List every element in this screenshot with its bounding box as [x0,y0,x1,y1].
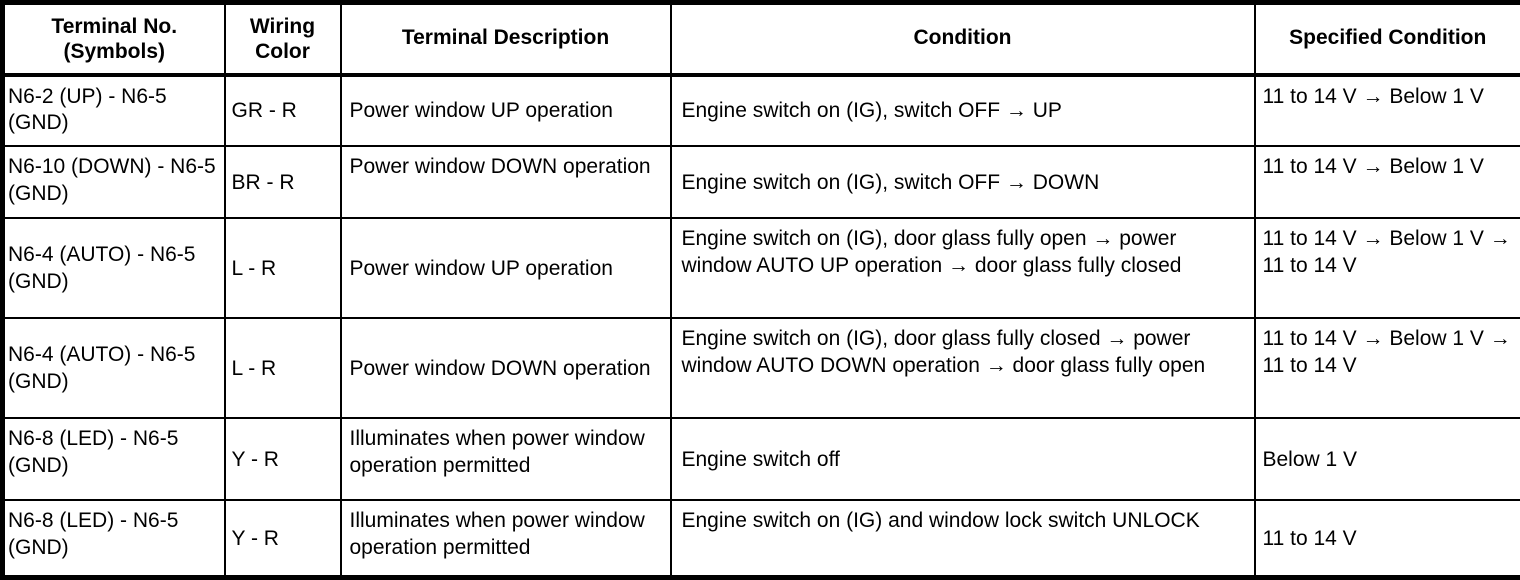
table-row: N6-8 (LED) - N6-5 (GND) Y - R Illuminate… [1,499,1520,579]
cell-specified-condition: 11 to 14 V → Below 1 V [1253,73,1520,148]
cell-terminal-no: N6-8 (LED) - N6-5 (GND) [1,417,226,502]
column-header-terminal-no-line1: Terminal No. [51,14,178,38]
cell-wiring-color: BR - R [223,145,342,220]
column-header-wiring-color-line1: Wiring [249,14,316,38]
cell-terminal-no: N6-10 (DOWN) - N6-5 (GND) [1,145,226,220]
cell-wiring-color: L - R [223,316,342,420]
table-row: N6-2 (UP) - N6-5 (GND) GR - R Power wind… [1,73,1520,148]
cell-specified-condition: 11 to 14 V → Below 1 V → 11 to 14 V [1253,217,1520,319]
cell-terminal-no: N6-4 (AUTO) - N6-5 (GND) [1,217,226,319]
cell-terminal-description: Illuminates when power window operation … [339,417,672,502]
cell-specified-condition: 11 to 14 V → Below 1 V [1253,145,1520,220]
column-header-terminal-no-line2: (Symbols) [63,39,165,63]
table-row: N6-10 (DOWN) - N6-5 (GND) BR - R Power w… [1,145,1520,220]
cell-specified-condition: 11 to 14 V [1253,499,1520,579]
cell-wiring-color: Y - R [223,417,342,502]
cell-condition: Engine switch on (IG), door glass fully … [669,217,1256,319]
cell-condition: Engine switch on (IG), switch OFF → DOWN [669,145,1256,220]
cell-wiring-color: L - R [223,217,342,319]
cell-terminal-description: Power window DOWN operation [339,316,672,420]
cell-terminal-description: Power window DOWN operation [339,145,672,220]
table-header: Terminal No. (Symbols) Wiring Color Term… [1,1,1520,77]
column-header-condition: Condition [669,1,1256,77]
table-row: N6-4 (AUTO) - N6-5 (GND) L - R Power win… [1,316,1520,420]
cell-condition: Engine switch off [669,417,1256,502]
cell-wiring-color: Y - R [223,499,342,579]
column-header-wiring-color: Wiring Color [223,1,342,77]
cell-condition: Engine switch on (IG), door glass fully … [669,316,1256,420]
cell-specified-condition: 11 to 14 V → Below 1 V → 11 to 14 V [1253,316,1520,420]
cell-condition: Engine switch on (IG) and window lock sw… [669,499,1256,579]
column-header-specified-condition: Specified Condition [1253,1,1520,77]
table-row: N6-4 (AUTO) - N6-5 (GND) L - R Power win… [1,217,1520,319]
cell-condition: Engine switch on (IG), switch OFF → UP [669,73,1256,148]
table-row: N6-8 (LED) - N6-5 (GND) Y - R Illuminate… [1,417,1520,502]
column-header-terminal-no: Terminal No. (Symbols) [1,1,226,77]
cell-wiring-color: GR - R [223,73,342,148]
cell-terminal-description: Power window UP operation [339,217,672,319]
header-row: Terminal No. (Symbols) Wiring Color Term… [1,1,1520,77]
cell-terminal-description: Illuminates when power window operation … [339,499,672,579]
cell-terminal-no: N6-2 (UP) - N6-5 (GND) [1,73,226,148]
cell-terminal-description: Power window UP operation [339,73,672,148]
column-header-terminal-description: Terminal Description [339,1,672,77]
cell-specified-condition: Below 1 V [1253,417,1520,502]
cell-terminal-no: N6-8 (LED) - N6-5 (GND) [1,499,226,579]
column-header-wiring-color-line2: Color [255,39,310,63]
cell-terminal-no: N6-4 (AUTO) - N6-5 (GND) [1,316,226,420]
table-body: N6-2 (UP) - N6-5 (GND) GR - R Power wind… [1,73,1520,579]
